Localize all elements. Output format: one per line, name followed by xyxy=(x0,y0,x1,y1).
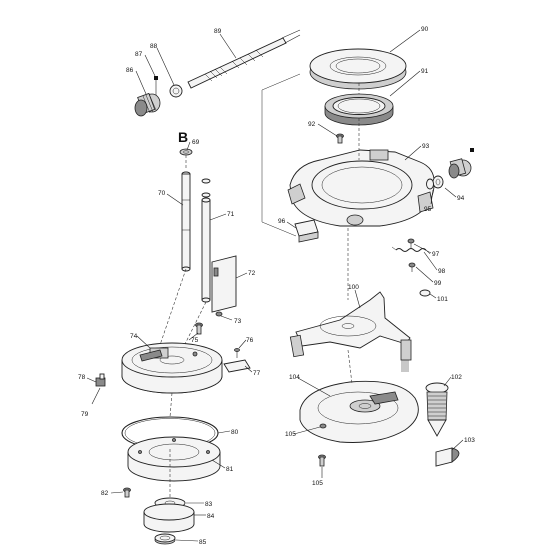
part-label-81: 81 xyxy=(226,466,234,473)
screw-105-upper xyxy=(319,423,327,429)
part-label-98: 98 xyxy=(438,268,446,275)
washer-69 xyxy=(179,148,193,156)
part-label-105-upper: 105 xyxy=(285,431,296,438)
part-label-94: 94 xyxy=(457,195,465,202)
bearing-91 xyxy=(324,93,394,126)
part-label-75: 75 xyxy=(191,337,199,344)
part-label-82: 82 xyxy=(101,490,109,497)
part-label-92: 92 xyxy=(308,121,316,128)
part-label-99: 99 xyxy=(434,280,442,287)
screw-92 xyxy=(336,133,344,144)
section-label-b: B xyxy=(178,129,188,145)
foot-102 xyxy=(425,382,449,437)
part-label-79: 79 xyxy=(81,411,89,418)
screw-82 xyxy=(123,487,131,498)
block-96 xyxy=(294,219,319,243)
part-label-73: 73 xyxy=(234,318,242,325)
part-label-69: 69 xyxy=(192,139,200,146)
dome-90 xyxy=(309,48,407,90)
washer-88 xyxy=(169,84,183,98)
shaft-70 xyxy=(181,171,191,272)
screw-79 xyxy=(91,387,101,405)
part-label-74: 74 xyxy=(130,333,138,340)
tip-103 xyxy=(435,447,460,467)
part-label-83: 83 xyxy=(205,501,213,508)
knob-86 xyxy=(134,92,161,117)
hub-84 xyxy=(143,503,195,533)
part-label-105-lower: 105 xyxy=(312,480,323,487)
part-label-97: 97 xyxy=(432,251,440,258)
part-label-87: 87 xyxy=(135,51,143,58)
part-label-70: 70 xyxy=(158,190,166,197)
part-label-71: 71 xyxy=(227,211,235,218)
part-label-102: 102 xyxy=(451,374,462,381)
screw-99 xyxy=(408,262,416,272)
part-label-93: 93 xyxy=(422,143,430,150)
plate-81 xyxy=(127,436,221,482)
pin-87 xyxy=(154,76,158,95)
spring-76 xyxy=(234,348,240,358)
part-label-86: 86 xyxy=(126,67,134,74)
screw-101 xyxy=(419,289,431,297)
spring-98 xyxy=(391,246,431,255)
ring-71 xyxy=(201,178,211,198)
tripod-frame-100 xyxy=(289,291,412,372)
base-74 xyxy=(121,342,223,394)
part-label-103: 103 xyxy=(464,437,475,444)
part-label-96: 96 xyxy=(278,218,286,225)
part-label-101: 101 xyxy=(437,296,448,303)
shaft-71 xyxy=(201,197,211,303)
part-label-76: 76 xyxy=(246,337,254,344)
part-label-95: 95 xyxy=(424,206,432,213)
part-label-90: 90 xyxy=(421,26,429,33)
part-label-91: 91 xyxy=(421,68,429,75)
washer-95 xyxy=(426,175,444,190)
part-label-88: 88 xyxy=(150,43,158,50)
shaft-89 xyxy=(187,29,301,89)
base-plate-104 xyxy=(299,380,419,443)
screw-75 xyxy=(195,322,203,335)
part-label-104: 104 xyxy=(289,374,300,381)
part-label-78: 78 xyxy=(78,374,86,381)
part-label-100: 100 xyxy=(348,284,359,291)
screw-105-lower xyxy=(318,454,326,467)
part-label-77: 77 xyxy=(253,370,261,377)
knob-94 xyxy=(448,148,474,179)
part-label-89: 89 xyxy=(214,28,222,35)
part-label-84: 84 xyxy=(207,513,215,520)
part-label-72: 72 xyxy=(248,270,256,277)
clip-78 xyxy=(95,373,106,387)
part-label-80: 80 xyxy=(231,429,239,436)
housing-93 xyxy=(287,149,435,227)
nut-85 xyxy=(154,533,176,545)
plate-77 xyxy=(223,359,251,373)
plate-72 xyxy=(211,255,237,313)
screw-97 xyxy=(407,238,415,249)
part-label-85: 85 xyxy=(199,539,207,546)
screw-73 xyxy=(215,311,223,317)
leader-lines xyxy=(86,29,464,542)
